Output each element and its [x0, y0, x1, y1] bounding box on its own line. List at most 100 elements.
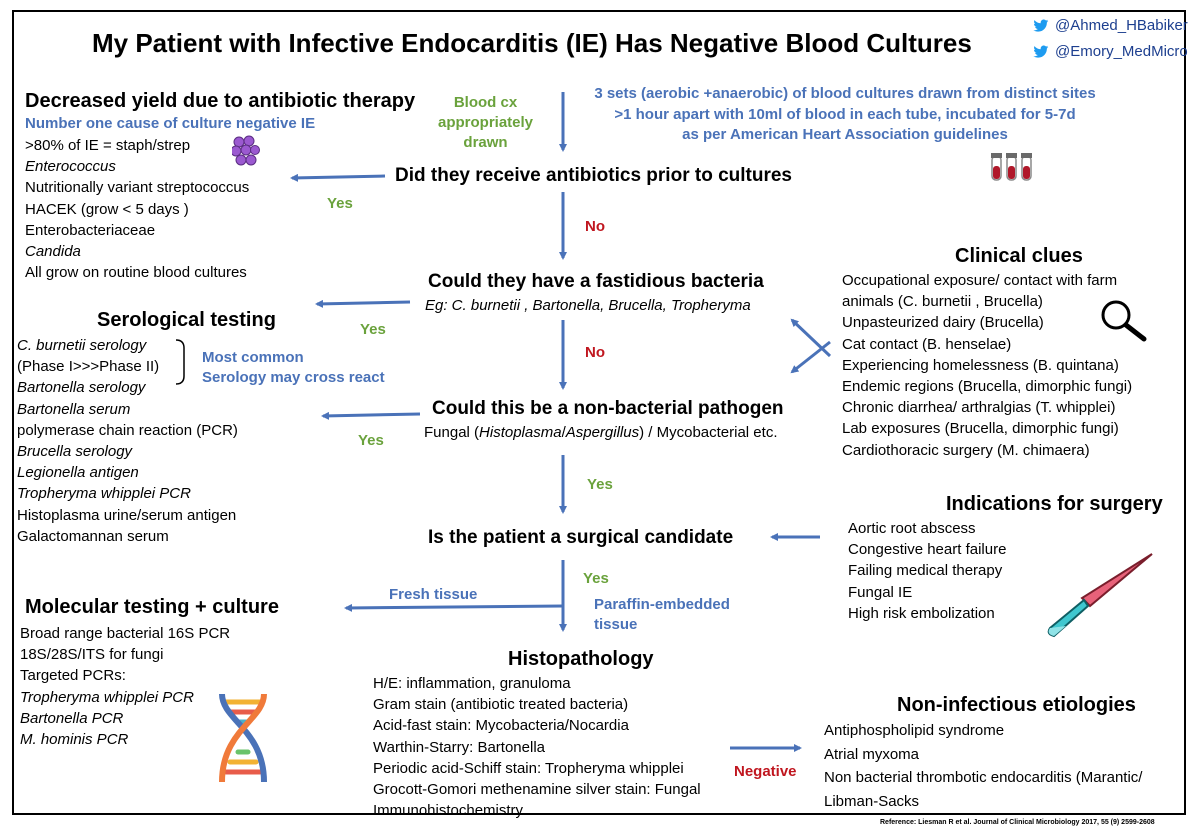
list-item: C. burnetii serology	[17, 337, 147, 354]
list-item: Nutritionally variant streptococcus	[25, 179, 250, 197]
question-surgical: Is the patient a surgical candidate	[428, 527, 734, 548]
list-item: polymerase chain reaction (PCR)	[17, 421, 238, 439]
molecular-list: Broad range bacterial 16S PCR 18S/28S/IT…	[20, 623, 230, 750]
molecular-heading: Molecular testing + culture	[25, 596, 279, 618]
list-item: Chronic diarrhea/ arthralgias (T. whippl…	[842, 399, 1116, 417]
list-item: 18S/28S/ITS for fungi	[20, 646, 164, 664]
list-item: Bartonella serum	[17, 400, 131, 418]
list-item: Periodic acid-Schiff stain: Tropheryma w…	[373, 759, 684, 777]
label-yes-fastidious: Yes	[360, 321, 386, 338]
list-item: Galactomannan serum	[17, 527, 169, 545]
twitter-icon	[1033, 19, 1049, 32]
question-fastidious: Could they have a fastidious bacteria	[428, 271, 764, 292]
decreased-yield-list: >80% of IE = staph/strep Enterococcus Nu…	[25, 135, 249, 283]
list-item: Congestive heart failure	[848, 541, 1007, 559]
list-item: Cat contact (B. henselae)	[842, 335, 1012, 353]
page-title: My Patient with Infective Endocarditis (…	[92, 28, 972, 58]
list-item: Warthin-Starry: Bartonella	[373, 738, 546, 756]
surgery-list: Aortic root abscess Congestive heart fai…	[848, 518, 1006, 624]
list-item: Histoplasma urine/serum antigen	[17, 506, 237, 524]
histopathology-heading: Histopathology	[508, 648, 654, 670]
list-item: Bartonella serology	[17, 379, 146, 397]
list-item: Legionella antigen	[17, 464, 139, 482]
list-item: Libman-Sacks	[824, 792, 920, 810]
label-yes-antibiotics: Yes	[327, 195, 353, 212]
serological-heading: Serological testing	[97, 309, 276, 331]
arrow-q3-yes	[321, 411, 421, 420]
decreased-yield-heading: Decreased yield due to antibiotic therap…	[25, 90, 416, 112]
histopathology-list: H/E: inflammation, granuloma Gram stain …	[373, 673, 701, 821]
list-item: Targeted PCRs:	[20, 667, 126, 685]
arrow-fresh-tissue	[344, 603, 564, 612]
list-item: Brucella serology	[17, 443, 133, 461]
list-item: High risk embolization	[848, 604, 995, 622]
blood-cx-label: Blood cx appropriately drawn	[438, 94, 534, 151]
list-item: Acid-fast stain: Mycobacteria/Nocardia	[373, 717, 629, 735]
arrow-clues-q3	[790, 340, 831, 374]
reference-citation: Reference: Liesman R et al. Journal of C…	[880, 819, 1155, 826]
list-item: HACEK (grow < 5 days )	[25, 200, 189, 218]
list-item: All grow on routine blood cultures	[25, 264, 247, 282]
list-item: H/E: inflammation, granuloma	[373, 675, 571, 692]
list-item: Failing medical therapy	[848, 562, 1003, 580]
serology-note: Most common Serology may cross react	[202, 349, 385, 386]
list-item: Immunohistochemistry	[373, 802, 524, 820]
question-antibiotics: Did they receive antibiotics prior to cu…	[395, 165, 792, 186]
label-yes-nonbacterial: Yes	[358, 432, 384, 449]
list-item: Atrial myxoma	[824, 745, 920, 763]
list-item: Occupational exposure/ contact with farm	[842, 272, 1118, 289]
label-yes-surgical: Yes	[583, 570, 609, 587]
list-item: Cardiothoracic surgery (M. chimaera)	[842, 441, 1090, 459]
question-fastidious-examples: Eg: C. burnetii , Bartonella, Brucella, …	[425, 297, 751, 314]
arrow-clues-q2	[790, 318, 832, 358]
serological-list: C. burnetii serology (Phase I>>>Phase II…	[17, 335, 238, 547]
list-item: Grocott-Gomori methenamine silver stain:…	[373, 781, 701, 799]
list-item: M. hominis PCR	[20, 731, 129, 749]
scalpel-icon	[1047, 553, 1153, 638]
surgery-heading: Indications for surgery	[946, 493, 1163, 515]
arrow-q2-yes	[315, 299, 411, 308]
blood-tubes-icon	[991, 153, 1032, 181]
label-paraffin: Paraffin-embedded tissue	[594, 596, 730, 633]
magnifier-icon	[1101, 300, 1147, 342]
handle-row-2: @Emory_MedMicro	[1033, 43, 1188, 60]
clinical-clues-list: Occupational exposure/ contact with farm…	[842, 270, 1132, 461]
handle-row-1: @Ahmed_HBabiker	[1033, 17, 1188, 34]
list-item: Unpasteurized dairy (Brucella)	[842, 314, 1044, 332]
grape-cluster-icon	[232, 135, 260, 166]
label-negative: Negative	[734, 763, 797, 780]
twitter-icon	[1033, 45, 1049, 58]
list-item: Gram stain (antibiotic treated bacteria)	[373, 696, 629, 714]
list-item: Candida	[25, 243, 81, 261]
list-item: (Phase I>>>Phase II)	[17, 358, 160, 376]
list-item: Tropheryma whipplei PCR	[17, 485, 191, 503]
dna-icon	[219, 693, 267, 783]
list-item: Aortic root abscess	[848, 520, 976, 537]
non-infectious-heading: Non-infectious etiologies	[897, 694, 1136, 716]
list-item: Broad range bacterial 16S PCR	[20, 625, 231, 642]
list-item: Antiphospholipid syndrome	[824, 722, 1005, 739]
poster-frame	[12, 10, 1186, 815]
non-infectious-list: Antiphospholipid syndrome Atrial myxoma …	[824, 719, 1142, 813]
clinical-clues-heading: Clinical clues	[955, 245, 1083, 267]
label-fresh-tissue: Fresh tissue	[389, 586, 478, 603]
label-no-fastidious: No	[585, 344, 605, 361]
list-item: Bartonella PCR	[20, 709, 124, 727]
list-item: animals (C. burnetii , Brucella)	[842, 293, 1043, 311]
list-item: Tropheryma whipplei PCR	[20, 688, 194, 706]
list-item: Non bacterial thrombotic endocarditis (M…	[824, 769, 1143, 786]
label-yes-down: Yes	[587, 476, 613, 493]
arrow-q1-yes	[290, 173, 386, 182]
handle-ahmed: @Ahmed_HBabiker	[1055, 17, 1188, 34]
list-item: Lab exposures (Brucella, dimorphic fungi…	[842, 420, 1119, 438]
list-item: Fungal IE	[848, 583, 913, 601]
list-item: Experiencing homelessness (B. quintana)	[842, 356, 1119, 374]
list-item: Endemic regions (Brucella, dimorphic fun…	[842, 378, 1133, 396]
label-no-antibiotics: No	[585, 218, 605, 235]
list-item: Enterococcus	[25, 158, 116, 176]
decreased-yield-subheading: Number one cause of culture negative IE	[25, 115, 316, 132]
aha-guideline-note: 3 sets (aerobic +anaerobic) of blood cul…	[594, 85, 1096, 143]
question-non-bacterial: Could this be a non-bacterial pathogen	[432, 398, 784, 419]
list-item: Enterobacteriaceae	[25, 221, 156, 239]
